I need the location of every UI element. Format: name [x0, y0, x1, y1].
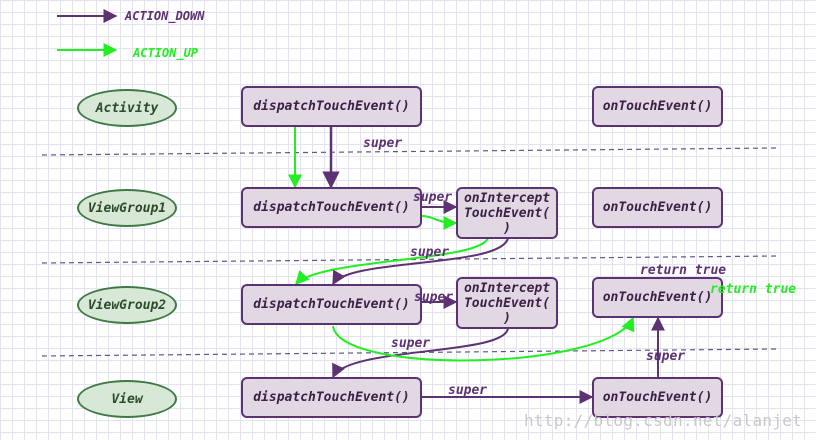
view-ontouch-box: onTouchEvent()	[592, 377, 723, 418]
super-label: super	[391, 336, 431, 351]
legend-action-up-label: ACTION_UP	[133, 46, 199, 60]
super-label: super	[414, 290, 454, 305]
activity-node: Activity	[77, 89, 177, 127]
intercept-line-2: TouchEvent(	[463, 205, 551, 221]
viewgroup1-node: ViewGroup1	[77, 189, 177, 227]
viewgroup2-node: ViewGroup2	[77, 286, 177, 324]
super-label: super	[363, 136, 403, 151]
intercept-line-1: onIntercept	[463, 280, 551, 296]
arrow-down-vg2-to-view	[332, 327, 509, 379]
intercept-line-1: onIntercept	[463, 190, 551, 206]
intercept-line-3: )	[503, 310, 511, 326]
arrow-up-vg2-to-ontouch	[332, 316, 635, 362]
legend-action-down-label: ACTION_DOWN	[125, 9, 205, 23]
view-node: View	[77, 380, 177, 418]
super-label: super	[448, 383, 488, 398]
arrow-up-vg1-to-vg2	[295, 237, 489, 286]
viewgroup1-ontouch-box: onTouchEvent()	[592, 187, 723, 228]
watermark-text: http://blog.csdn.net/alanjet	[524, 411, 803, 430]
super-label: super	[410, 245, 450, 260]
intercept-line-2: TouchEvent(	[463, 295, 551, 311]
separator	[41, 147, 777, 156]
return-true-label-up: return true	[710, 282, 797, 297]
arrow-up-vg1-intercept	[421, 215, 458, 230]
viewgroup1-dispatch-box: dispatchTouchEvent()	[241, 187, 422, 228]
super-label: super	[646, 349, 686, 364]
arrow-down-vg1-to-vg2	[332, 237, 509, 286]
viewgroup2-dispatch-box: dispatchTouchEvent()	[241, 284, 422, 325]
viewgroup2-intercept-box: onIntercept TouchEvent( )	[456, 277, 558, 329]
viewgroup2-ontouch-box: onTouchEvent()	[592, 277, 723, 318]
viewgroup1-intercept-box: onIntercept TouchEvent( )	[456, 187, 558, 239]
return-true-label-down: return true	[640, 263, 727, 278]
activity-ontouch-box: onTouchEvent()	[592, 86, 723, 127]
intercept-line-3: )	[503, 220, 511, 236]
activity-dispatch-box: dispatchTouchEvent()	[241, 86, 422, 127]
super-label: super	[413, 190, 453, 205]
view-dispatch-box: dispatchTouchEvent()	[241, 377, 422, 418]
